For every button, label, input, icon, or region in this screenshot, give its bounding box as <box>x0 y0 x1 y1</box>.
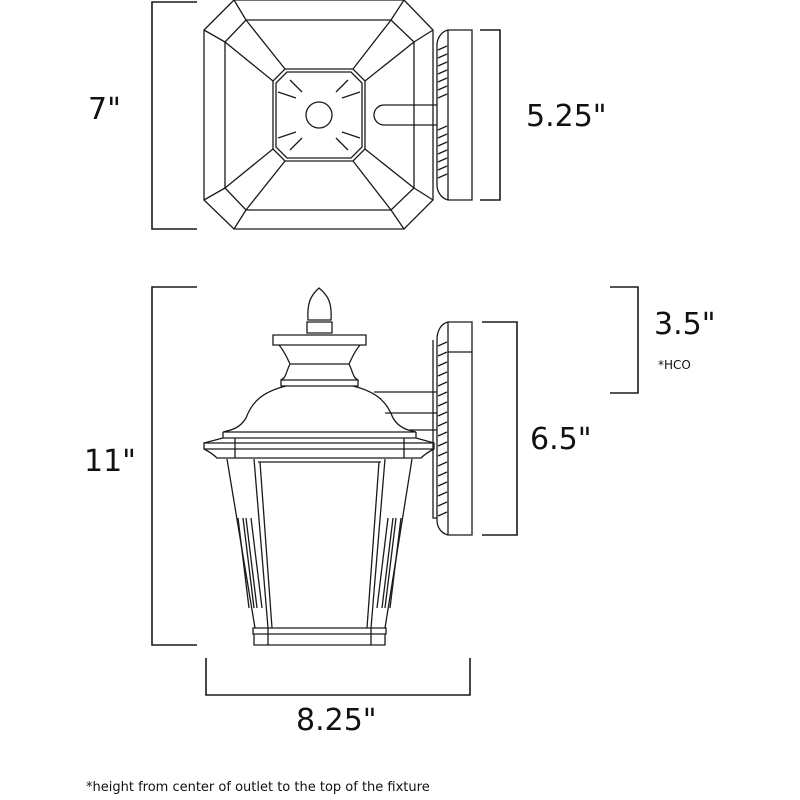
height-bracket <box>151 286 197 646</box>
side-arm <box>374 391 437 431</box>
height-label: 11" <box>84 444 136 479</box>
depth-label: 7" <box>88 92 121 127</box>
depth-bracket <box>151 1 197 230</box>
top-backplate <box>436 29 473 201</box>
hco-bracket <box>610 286 639 394</box>
backplate-width-bracket <box>480 29 501 201</box>
footnote: *height from center of outlet to the top… <box>86 780 430 795</box>
width-bracket <box>205 658 471 696</box>
top-view-fixture <box>203 0 473 230</box>
width-label: 8.25" <box>296 703 377 738</box>
top-arm <box>373 104 437 126</box>
side-view-fixture <box>203 287 473 646</box>
roof <box>222 385 417 433</box>
backplate-height-label: 6.5" <box>530 422 592 457</box>
side-backplate <box>432 321 473 536</box>
vent-slots <box>237 517 402 609</box>
backplate-width-label: 5.25" <box>526 99 607 134</box>
backplate-height-bracket <box>482 321 518 536</box>
finial <box>306 287 333 334</box>
hco-marker: *HCO <box>658 358 691 372</box>
hco-label: 3.5" <box>654 307 716 342</box>
base <box>252 627 387 646</box>
eave <box>203 438 435 459</box>
dimension-brackets <box>151 1 639 696</box>
cap <box>272 334 367 387</box>
